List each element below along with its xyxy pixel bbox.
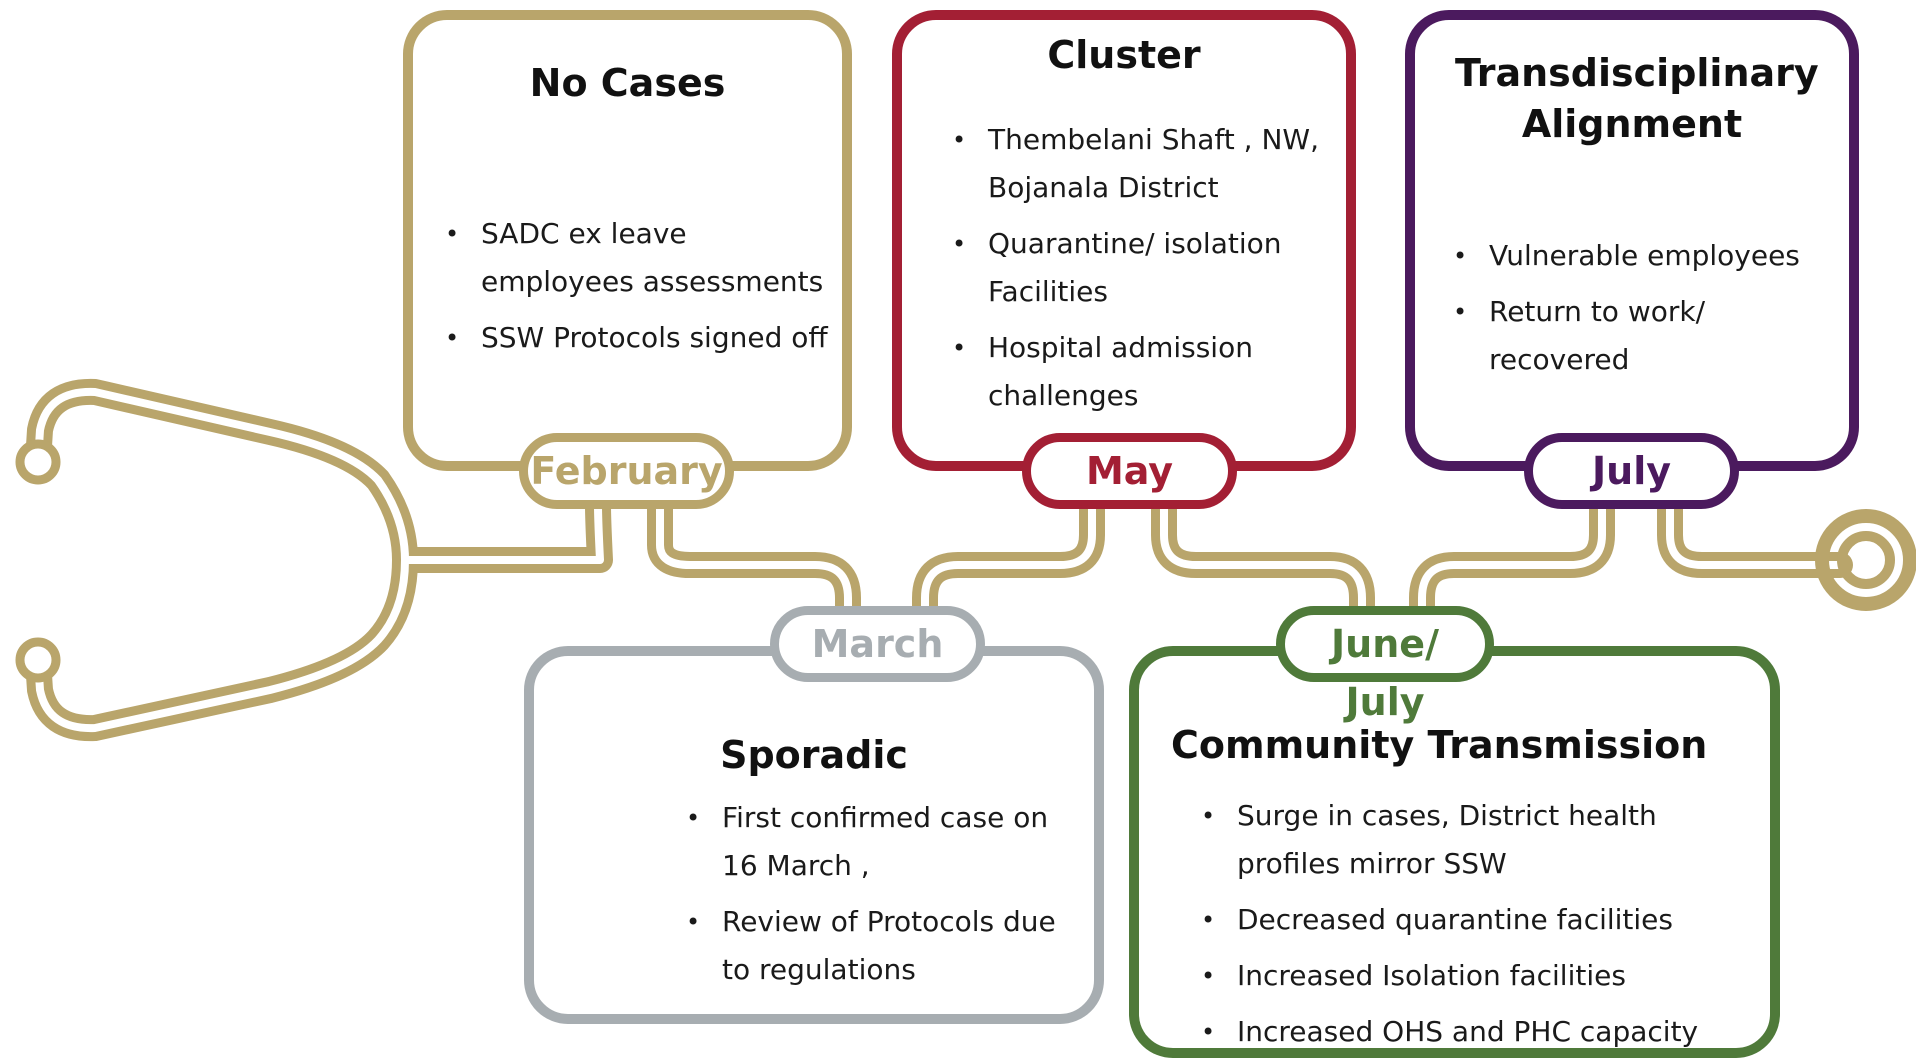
bullet-icon: • [1201, 906, 1216, 934]
bullet-icon: • [1201, 962, 1216, 990]
list-item: •Decreased quarantine facilities [1199, 896, 1759, 944]
card-title: Cluster [1047, 33, 1201, 77]
bullet-icon: • [1201, 1018, 1216, 1046]
month-label-march: March [770, 606, 985, 682]
card-title: Sporadic [720, 733, 908, 777]
card-title: Transdisciplinary Alignment [1455, 51, 1819, 147]
bullet-list: •Vulnerable employees •Return to work/ r… [1451, 232, 1851, 392]
card-no-cases: No Cases •SADC ex leave employees assess… [403, 10, 852, 471]
list-item: •SSW Protocols signed off [443, 314, 833, 362]
tubing-inner [656, 501, 1844, 616]
bullet-icon: • [686, 804, 701, 832]
card-cluster: Cluster •Thembelani Shaft , NW, Bojanala… [892, 10, 1356, 471]
bullet-list: •SADC ex leave employees assessments •SS… [443, 210, 833, 370]
bullet-icon: • [686, 908, 701, 936]
list-item: •Quarantine/ isolation Facilities [950, 220, 1330, 316]
month-label-june-july: June/ July [1276, 606, 1494, 724]
bullet-icon: • [445, 220, 460, 248]
list-item: •Review of Protocols due to regulations [684, 898, 1064, 994]
card-title: No Cases [529, 61, 726, 105]
ear-tip-top [15, 439, 61, 485]
bullet-icon: • [445, 324, 460, 352]
month-label-february: February [519, 433, 734, 509]
chest-piece-icon [1815, 509, 1916, 611]
tubing-outer [647, 492, 1853, 625]
list-item: •Increased OHS and PHC capacity [1199, 1008, 1759, 1056]
month-label-may: May [1022, 433, 1237, 509]
list-item: •Thembelani Shaft , NW, Bojanala Distric… [950, 116, 1330, 212]
list-item: •Hospital admission challenges [950, 324, 1330, 420]
bullet-list: •Surge in cases, District health profile… [1199, 792, 1759, 1064]
bullet-icon: • [952, 334, 967, 362]
list-item: •First confirmed case on 16 March , [684, 794, 1064, 890]
card-transdisciplinary-alignment: Transdisciplinary Alignment •Vulnerable … [1405, 10, 1859, 471]
bullet-icon: • [1201, 802, 1216, 830]
bullet-list: •First confirmed case on 16 March , •Rev… [684, 794, 1064, 1002]
ear-tip-bottom [15, 637, 61, 683]
bullet-icon: • [952, 230, 967, 258]
list-item: •SADC ex leave employees assessments [443, 210, 833, 306]
list-item: •Vulnerable employees [1451, 232, 1851, 280]
card-sporadic: Sporadic •First confirmed case on 16 Mar… [524, 646, 1104, 1024]
card-title: Community Transmission [1171, 723, 1708, 767]
list-item: •Surge in cases, District health profile… [1199, 792, 1759, 888]
card-community-transmission: Community Transmission •Surge in cases, … [1129, 646, 1780, 1058]
bullet-list: •Thembelani Shaft , NW, Bojanala Distric… [950, 116, 1330, 428]
list-item: •Increased Isolation facilities [1199, 952, 1759, 1000]
bullet-icon: • [952, 126, 967, 154]
bullet-icon: • [1453, 298, 1468, 326]
list-item: •Return to work/ recovered [1451, 288, 1851, 384]
bullet-icon: • [1453, 242, 1468, 270]
month-label-july: July [1524, 433, 1739, 509]
